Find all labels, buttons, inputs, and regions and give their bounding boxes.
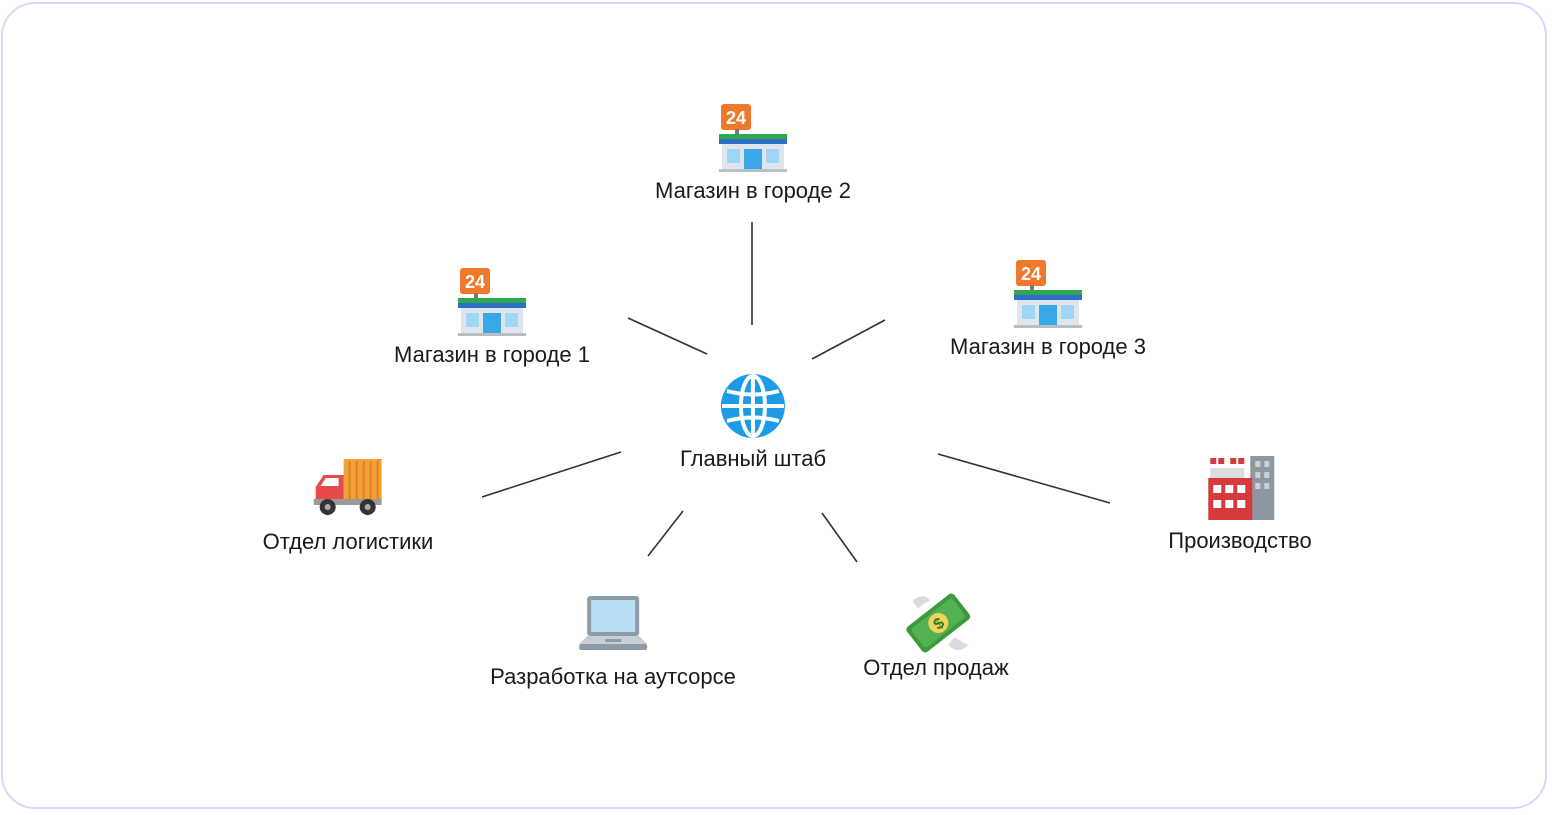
node-label: Отдел логистики [262,529,434,554]
node-hq: Главный штаб [680,370,826,472]
convenience-store-icon: 24 [1014,260,1082,328]
node-store-3: 24 Магазин в городе 3 [950,258,1146,360]
node-label: Магазин в городе 1 [394,342,590,367]
laptop-icon [579,596,647,650]
node-label: Магазин в городе 2 [655,178,851,203]
link-hq-sales [821,512,858,563]
store-sign-text: 24 [465,272,485,292]
node-label: Разработка на аутсорсе [490,664,736,689]
store-sign-text: 24 [1021,264,1041,284]
store-sign-text: 24 [726,108,746,128]
node-label: Отдел продаж [863,655,1009,680]
node-store-2: 24 Магазин в городе 2 [655,102,851,204]
node-store-1: 24 Магазин в городе 1 [394,266,590,368]
convenience-store-icon: 24 [458,268,526,336]
node-label: Магазин в городе 3 [950,334,1146,359]
link-hq-store-1 [627,317,708,355]
factory-icon [1207,456,1274,520]
node-outsourcing: Разработка на аутсорсе [490,592,736,690]
globe-icon [721,374,785,438]
node-logistics: Отдел логистики [262,455,434,555]
convenience-store-icon: 24 [719,104,787,172]
delivery-truck-icon [313,459,382,515]
link-hq-outsourcing [647,510,684,557]
node-label: Главный штаб [679,446,827,471]
link-hq-store-3 [811,319,886,360]
node-sales: $ Отдел продаж [863,587,1009,681]
link-hq-production [937,453,1111,504]
link-hq-logistics [481,451,622,498]
money-with-wings-icon: $ [906,593,970,653]
node-production: Производство [1168,452,1312,554]
node-label: Производство [1168,528,1312,553]
